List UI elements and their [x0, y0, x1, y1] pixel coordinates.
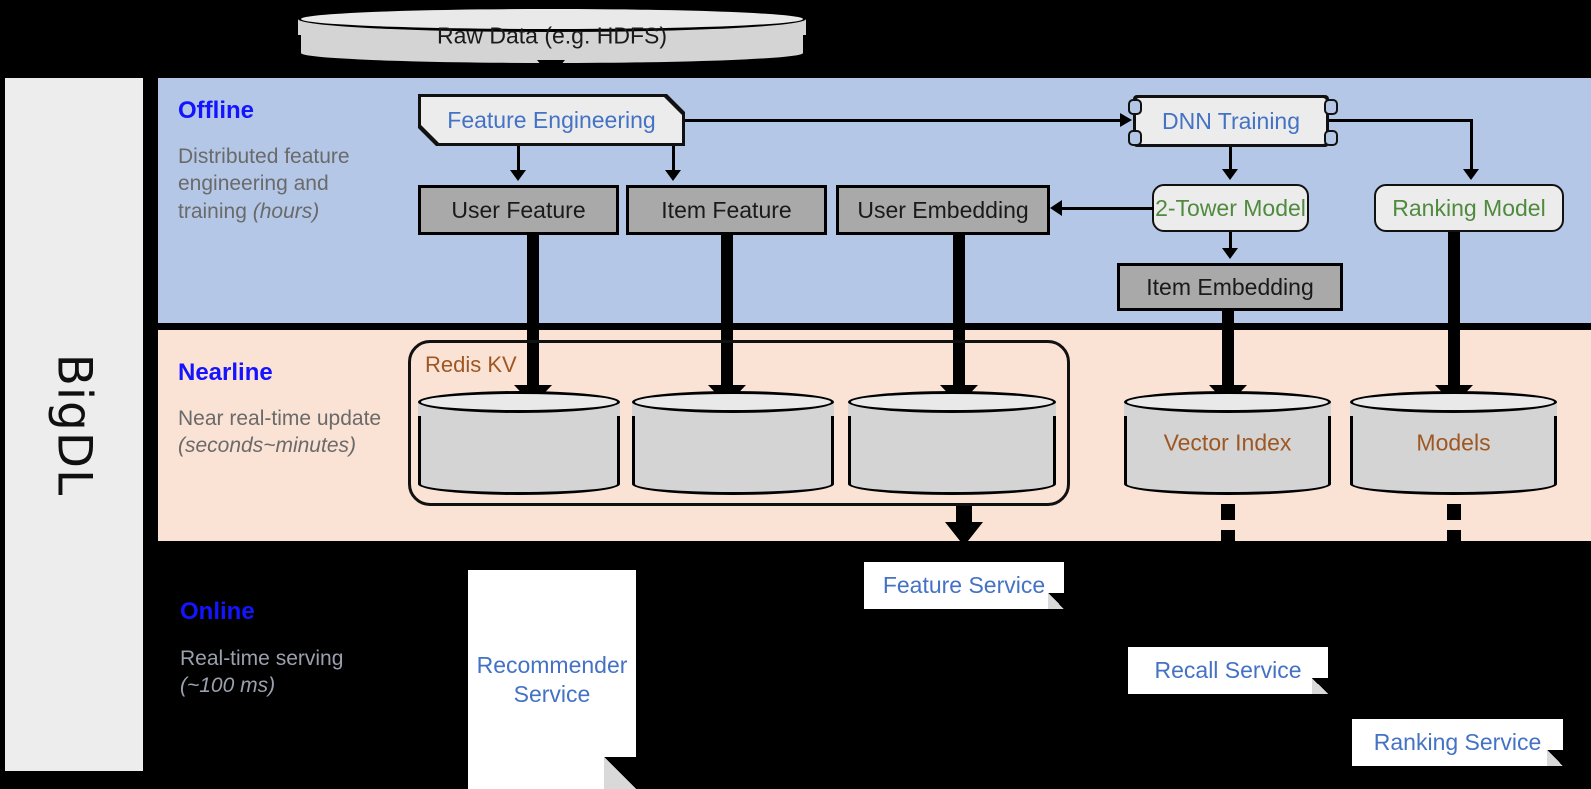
offline-subtitle-plain: Distributed feature engineering and trai…: [178, 145, 350, 223]
dnn-training-node[interactable]: DNN Training: [1136, 98, 1326, 144]
user-embedding-node[interactable]: User Embedding: [836, 185, 1050, 235]
online-title: Online: [180, 598, 255, 625]
item-embedding-label: Item Embedding: [1146, 273, 1314, 300]
arrowhead-dnn-ranking: [1463, 169, 1479, 180]
arrowhead-dnn-twotower: [1222, 169, 1238, 180]
edge-fe-dnn: [685, 119, 1123, 122]
feature-engineering-label: Feature Engineering: [447, 106, 656, 133]
dash-models-2: [1447, 530, 1461, 544]
page-fold-icon: [604, 757, 636, 789]
two-tower-model-node[interactable]: 2-Tower Model: [1152, 184, 1309, 232]
nearline-subtitle: Near real-time update (seconds~minutes): [178, 405, 408, 460]
pipe-userfeature-store: [527, 235, 539, 388]
ranking-service-label: Ranking Service: [1373, 729, 1542, 756]
dnn-notch-tr: [1324, 99, 1338, 115]
nearline-title: Nearline: [178, 359, 273, 386]
online-subtitle-italic: (~100 ms): [180, 674, 276, 698]
nearline-subtitle-plain: Near real-time update: [178, 407, 382, 430]
dnn-notch-tl: [1128, 99, 1142, 115]
arrowhead-fe-itemfeature: [665, 170, 681, 181]
dash-vectorindex-2: [1221, 530, 1235, 544]
cylinder-top: [1350, 391, 1557, 413]
pipe-itemembedding-vectorindex: [1222, 311, 1234, 388]
feature-service-card[interactable]: Feature Service: [864, 562, 1064, 609]
arrowhead-rawdata-fe: [537, 60, 565, 77]
offline-title: Offline: [178, 97, 254, 124]
ranking-model-label: Ranking Model: [1392, 194, 1546, 221]
dash-vectorindex-1: [1221, 504, 1235, 520]
item-embedding-node[interactable]: Item Embedding: [1117, 263, 1343, 311]
edge-dnn-ranking-v: [1470, 119, 1473, 171]
page-fold-icon: [1312, 678, 1328, 694]
pipe-rankingmodel-models: [1448, 232, 1460, 388]
arrowhead-fe-userfeature: [510, 170, 526, 181]
nearline-subtitle-italic: (seconds~minutes): [178, 434, 356, 458]
feature-service-label: Feature Service: [882, 572, 1046, 599]
two-tower-model-label: 2-Tower Model: [1155, 194, 1306, 221]
user-feature-label: User Feature: [451, 196, 586, 223]
redis-kv-label: Redis KV: [425, 352, 517, 377]
item-feature-store-cylinder[interactable]: [632, 391, 834, 495]
redis-kv-group: [408, 340, 1070, 506]
vector-index-cylinder[interactable]: Vector Index: [1124, 391, 1331, 495]
edge-dnn-ranking-h: [1329, 119, 1473, 122]
edge-twotower-itemembedding: [1229, 232, 1232, 250]
dnn-training-label: DNN Training: [1161, 107, 1301, 134]
cylinder-top: [1124, 391, 1331, 413]
offline-subtitle-italic: (hours): [252, 199, 320, 223]
edge-twotower-userembedding: [1062, 207, 1154, 210]
online-subtitle: Real-time serving (~100 ms): [180, 645, 390, 700]
user-feature-store-cylinder[interactable]: [418, 391, 620, 495]
ranking-service-card[interactable]: Ranking Service: [1352, 719, 1563, 766]
page-fold-icon: [1547, 750, 1563, 766]
recommender-service-label: Recommender Service: [476, 651, 628, 707]
cylinder-top: [848, 391, 1056, 413]
models-cylinder[interactable]: Models: [1350, 391, 1557, 495]
pipe-itemfeature-store: [721, 235, 733, 388]
arrowhead-twotower-itemembedding: [1222, 248, 1238, 259]
edge-dnn-twotower: [1229, 147, 1232, 171]
dnn-notch-br: [1324, 130, 1338, 146]
user-embedding-label: User Embedding: [857, 196, 1029, 223]
arrowhead-redis-featureservice: [945, 522, 983, 546]
feature-engineering-node[interactable]: Feature Engineering: [421, 97, 682, 143]
vector-index-label: Vector Index: [1163, 429, 1292, 456]
platform-name-label: BigDL: [46, 353, 102, 496]
cylinder-top: [418, 391, 620, 413]
raw-data-label: Raw Data (e.g. HDFS): [436, 22, 668, 49]
page-fold-icon: [1048, 593, 1064, 609]
recall-service-card[interactable]: Recall Service: [1128, 647, 1328, 694]
dash-redis-featureservice: [956, 506, 972, 522]
ranking-model-node[interactable]: Ranking Model: [1374, 184, 1564, 232]
user-feature-node[interactable]: User Feature: [418, 185, 619, 235]
cylinder-top: [632, 391, 834, 413]
dash-models-1: [1447, 504, 1461, 520]
dnn-notch-bl: [1128, 130, 1142, 146]
offline-subtitle: Distributed feature engineering and trai…: [178, 143, 393, 225]
raw-data-cylinder: Raw Data (e.g. HDFS): [298, 6, 806, 66]
recall-service-label: Recall Service: [1154, 657, 1302, 684]
recommender-service-card[interactable]: Recommender Service: [468, 570, 636, 789]
pipe-userembedding-store: [953, 235, 965, 388]
cylinder-top: [298, 6, 806, 32]
models-label: Models: [1416, 429, 1491, 456]
platform-sidebar: BigDL: [5, 78, 143, 771]
arrowhead-twotower-userembedding: [1050, 200, 1062, 216]
user-embedding-store-cylinder[interactable]: [848, 391, 1056, 495]
online-subtitle-plain: Real-time serving: [180, 647, 344, 670]
edge-fe-itemfeature: [672, 146, 675, 172]
item-feature-label: Item Feature: [661, 196, 792, 223]
item-feature-node[interactable]: Item Feature: [626, 185, 827, 235]
arrowhead-fe-dnn: [1120, 113, 1132, 127]
edge-fe-userfeature: [517, 146, 520, 172]
